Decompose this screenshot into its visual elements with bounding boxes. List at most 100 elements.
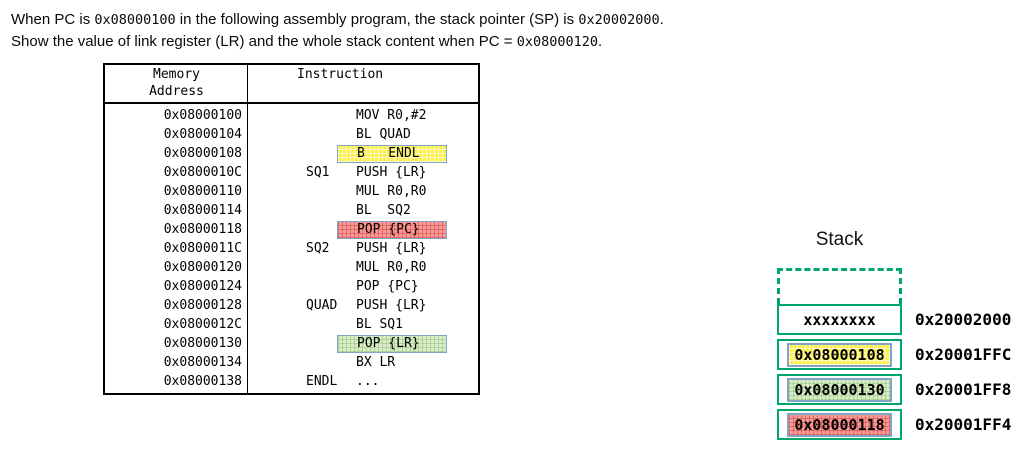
stack-address-label: 0x20001FF4 [915,415,1012,434]
stack-cell: xxxxxxxx [777,304,902,335]
instruction-cell: ENDL... [248,372,478,391]
instruction-cell: POP {LR} [248,334,478,353]
table-header-instruction: Instruction [248,65,478,102]
instruction-label: QUAD [306,298,338,313]
instruction-cell: SQ1 PUSH {LR} [248,163,478,182]
memory-address-cell: 0x08000108 [163,146,242,161]
table-row: 0x08000104 BL QUAD [105,125,478,144]
instruction-cell: BL QUAD [248,125,478,144]
memory-address-cell: 0x0800011C [163,241,242,256]
stack-row: 0x08000118 0x20001FF4 [777,409,1024,440]
table-row: 0x0800012C BL SQ1 [105,315,478,334]
instruction-text: BL QUAD [356,127,411,142]
memory-address-cell: 0x08000138 [163,374,242,389]
question-block: When PC is 0x08000100 in the following a… [11,9,664,53]
table-row: 0x08000128 QUAD PUSH {LR} [105,296,478,315]
stack-row: 0x08000108 0x20001FFC [777,339,1024,370]
stack-dashed-top-frame [777,268,902,304]
instruction-text: ... [356,374,380,389]
question-line-2: Show the value of link register (LR) and… [11,31,664,53]
instruction-text: BX LR [356,355,396,370]
table-row: 0x08000134 BX LR [105,353,478,372]
instruction-text: POP {PC} [356,279,419,294]
table-row: 0x08000130 POP {LR} [105,334,478,353]
memory-address-cell: 0x08000114 [163,203,242,218]
stack-address-label: 0x20002000 [915,310,1012,329]
instruction-cell: QUAD PUSH {LR} [248,296,478,315]
instruction-cell: MUL R0,R0 [248,258,478,277]
question-text-segment: When PC is [11,11,95,28]
memory-address-cell: 0x08000110 [163,184,242,199]
stack-value-highlighted: 0x08000118 [787,412,892,437]
question-text-segment: Show the value of link register (LR) and… [11,33,517,50]
stack-value-highlighted: 0x08000130 [787,377,892,402]
table-row: 0x08000100 MOV R0,#2 [105,106,478,125]
question-line-1: When PC is 0x08000100 in the following a… [11,9,664,31]
memory-address-cell: 0x08000130 [163,336,242,351]
instruction-cell: POP {PC} [248,220,478,239]
header-memory: Memory [153,67,200,82]
stack-title: Stack [815,229,864,250]
instruction-text: MUL R0,R0 [356,184,427,199]
stack-row: xxxxxxxx 0x20002000 [777,304,1024,335]
instruction-text-highlighted: POP {PC} [337,220,447,239]
memory-address-cell: 0x08000100 [163,108,242,123]
table-row: 0x08000110 MUL R0,R0 [105,182,478,201]
instruction-text: BL SQ2 [356,203,411,218]
instruction-text: PUSH {LR} [356,298,427,313]
table-row: 0x08000118 POP {PC} [105,220,478,239]
table-row: 0x08000124 POP {PC} [105,277,478,296]
instruction-cell: MUL R0,R0 [248,182,478,201]
memory-address-cell: 0x08000128 [163,298,242,313]
question-text-segment: in the following assembly program, the s… [175,11,579,28]
stack-cell: 0x08000118 [777,409,902,440]
table-row: 0x0800011C SQ2 PUSH {LR} [105,239,478,258]
table-row: 0x08000114 BL SQ2 [105,201,478,220]
table-row: 0x08000108 B ENDL [105,144,478,163]
stack-cell: 0x08000130 [777,374,902,405]
memory-address-cell: 0x0800012C [163,317,242,332]
stack-address-label: 0x20001FFC [915,345,1012,364]
instruction-cell: BX LR [248,353,478,372]
instruction-cell: BL SQ2 [248,201,478,220]
instruction-label: SQ1 [306,165,330,180]
stack-address-label: 0x20001FF8 [915,380,1012,399]
instruction-text: MOV R0,#2 [356,108,427,123]
stack-cell: 0x08000108 [777,339,902,370]
memory-address-cell: 0x08000134 [163,355,242,370]
instruction-text: MUL R0,R0 [356,260,427,275]
stack-panel: Stack xxxxxxxx 0x20002000 0x08000108 0x2000… [777,229,1024,440]
table-row: 0x08000120 MUL R0,R0 [105,258,478,277]
question-text-segment: . [597,33,603,50]
instruction-text: BL SQ1 [356,317,403,332]
memory-instruction-table: Memory Address Instruction 0x08000100 MOV… [103,63,480,395]
memory-address-cell: 0x0800010C [163,165,242,180]
hex-value: 0x08000120 [516,34,598,50]
question-text-segment: . [659,11,664,28]
instruction-text: PUSH {LR} [356,241,427,256]
instruction-text: PUSH {LR} [356,165,427,180]
stack-value-highlighted: 0x08000108 [787,342,892,367]
table-row: 0x08000138 ENDL... [105,372,478,391]
instruction-cell: POP {PC} [248,277,478,296]
instruction-text-highlighted: B ENDL [337,144,447,163]
instruction-cell: SQ2 PUSH {LR} [248,239,478,258]
instruction-cell: BL SQ1 [248,315,478,334]
table-column-divider [247,65,248,393]
instruction-text-highlighted: POP {LR} [337,334,447,353]
instruction-label: SQ2 [306,241,330,256]
table-header-memory-address: Memory Address [105,65,248,102]
instruction-cell: MOV R0,#2 [248,106,478,125]
hex-value: 0x08000100 [94,12,176,28]
memory-address-cell: 0x08000124 [163,279,242,294]
header-instruction: Instruction [297,67,384,82]
memory-address-cell: 0x08000104 [163,127,242,142]
hex-value: 0x20002000 [578,12,660,28]
memory-address-cell: 0x08000120 [163,260,242,275]
table-header-row: Memory Address Instruction [105,65,478,104]
memory-address-cell: 0x08000118 [163,222,242,237]
stack-row: 0x08000130 0x20001FF8 [777,374,1024,405]
